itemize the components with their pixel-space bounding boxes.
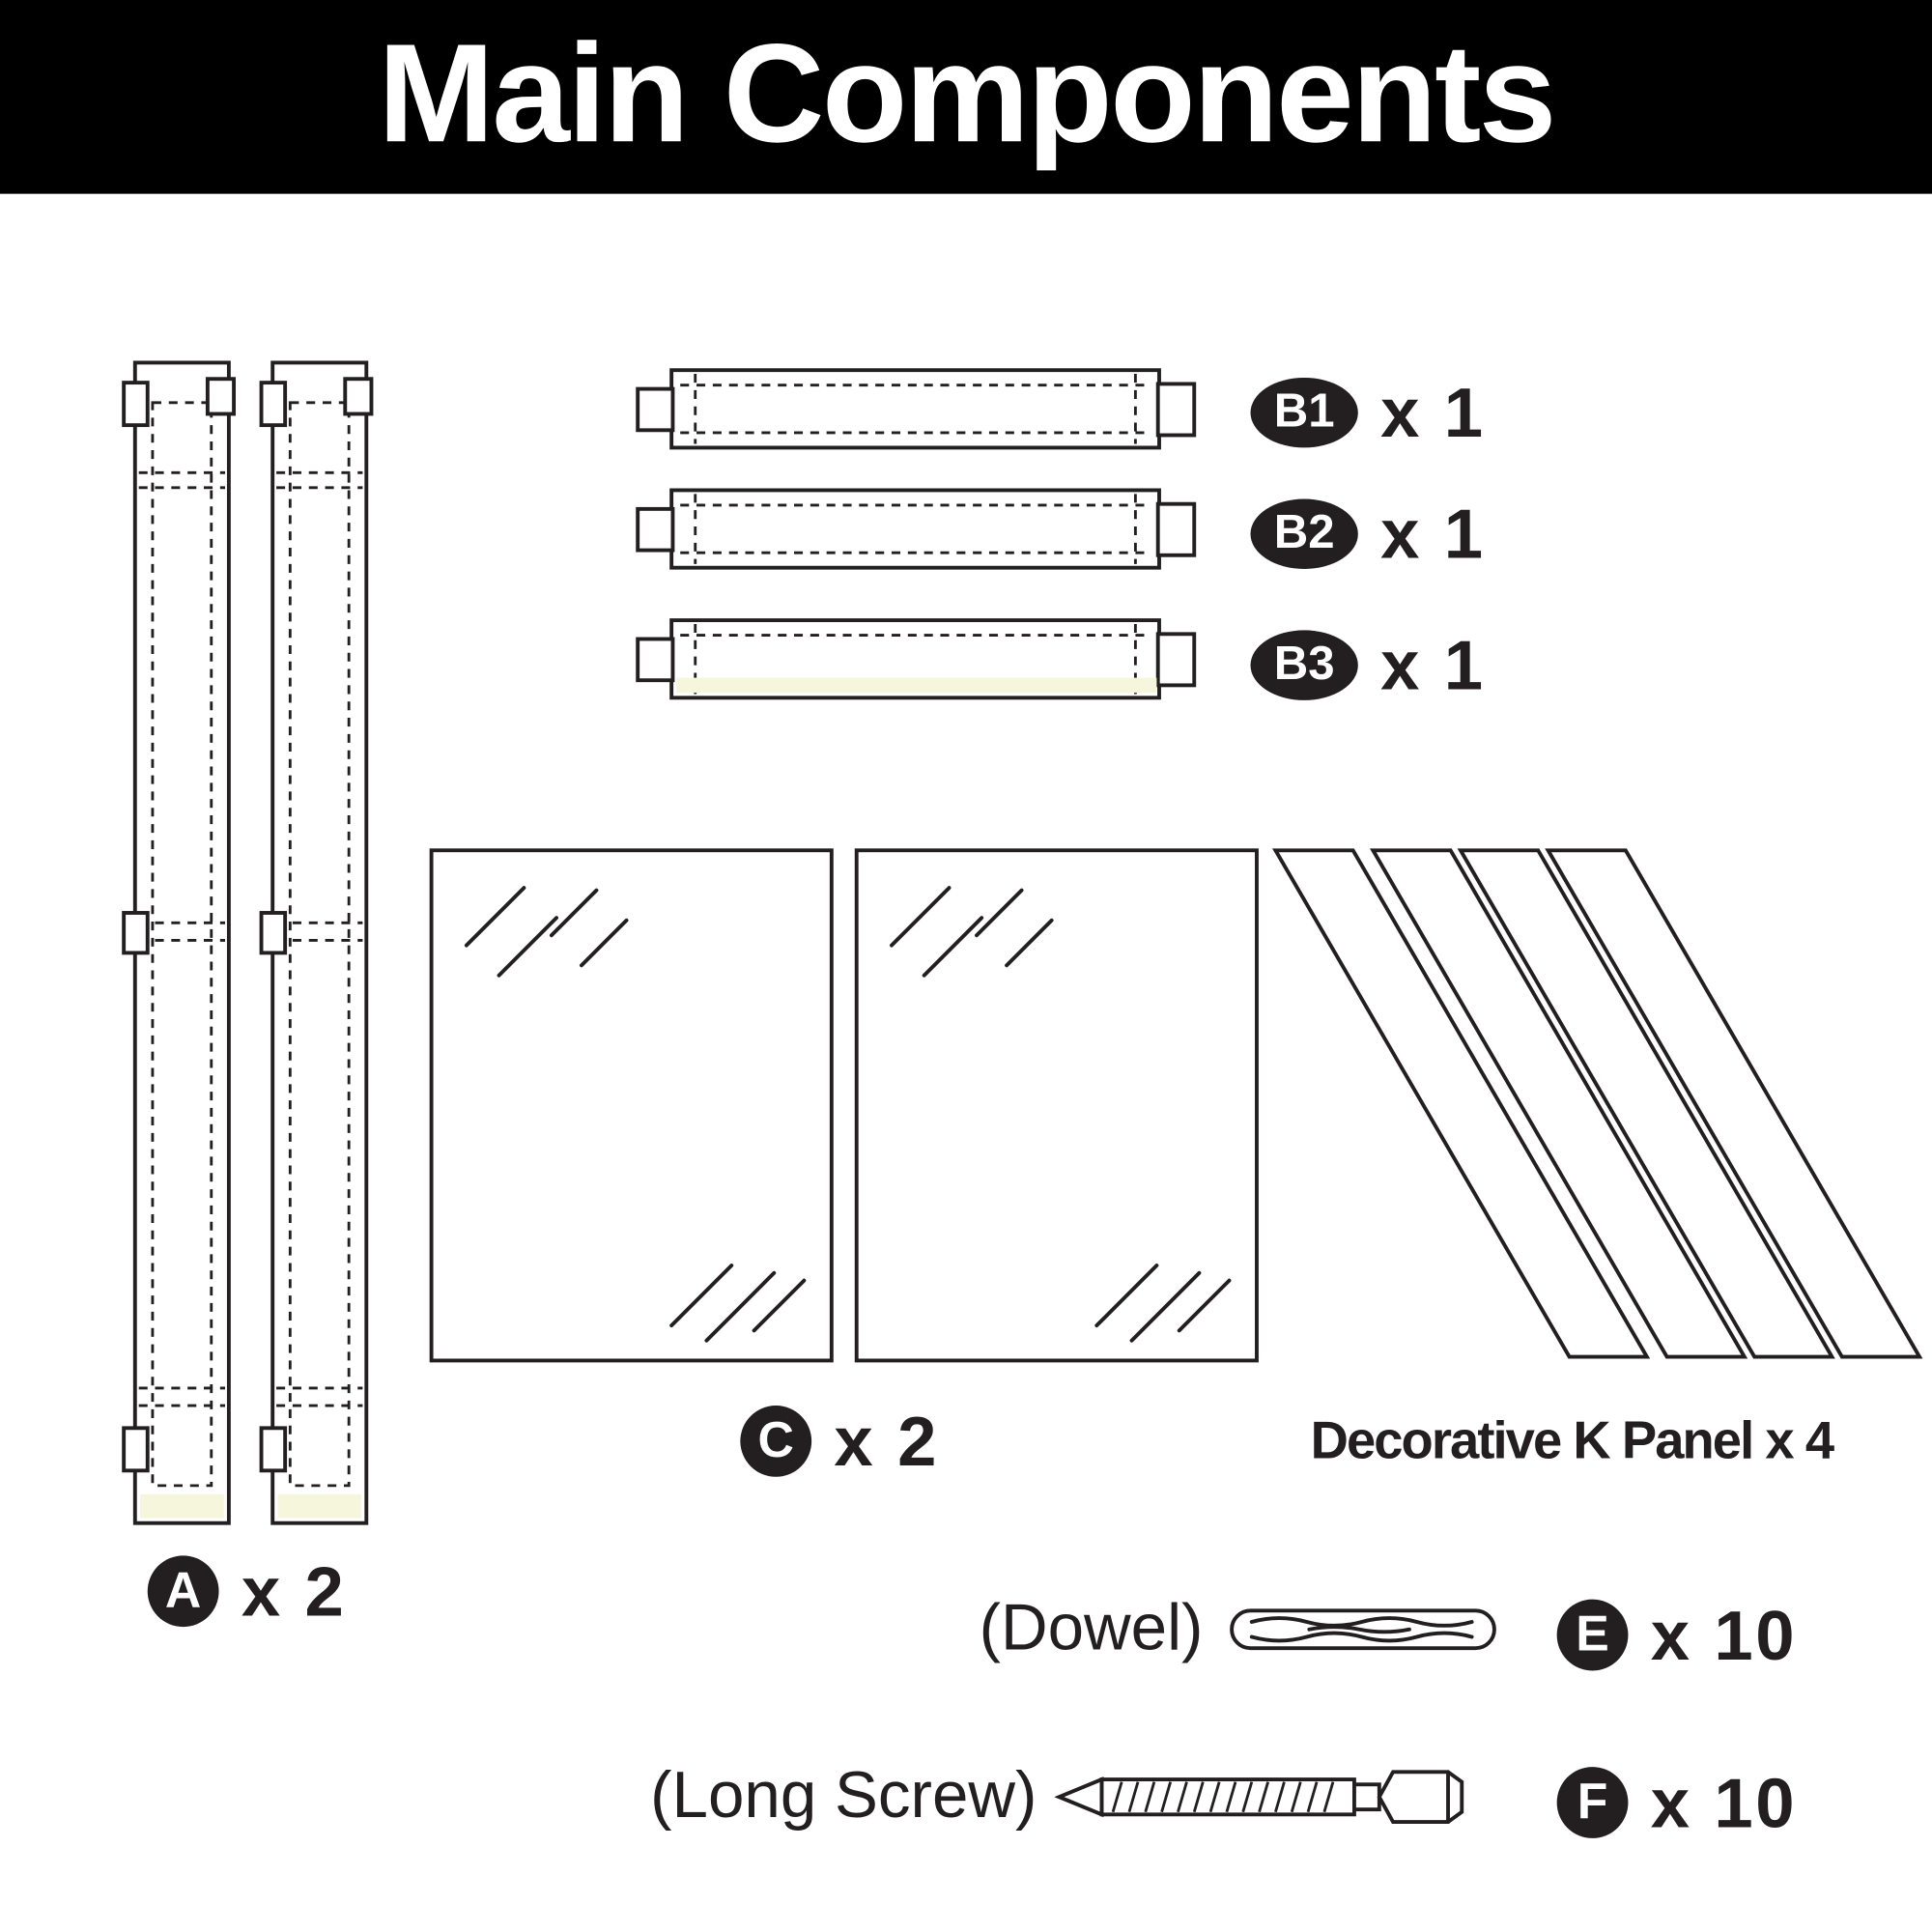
glass-panel-c-1 (429, 848, 834, 1363)
label-a: A x 2 (147, 1550, 347, 1632)
label-b3: B3 x 1 (1250, 624, 1486, 705)
page-title: Main Components (378, 14, 1556, 172)
rail-b3-edge-banding (676, 677, 1157, 694)
rail-b1 (636, 368, 1197, 450)
badge-b1: B1 (1250, 377, 1358, 447)
glass-panel-c-2 (854, 848, 1259, 1363)
screw-illustration (1057, 1770, 1464, 1825)
dowel-caption: (Dowel) (979, 1591, 1204, 1664)
label-f: F x 10 (1556, 1762, 1798, 1843)
side-panel-a-2 (259, 360, 374, 1525)
qty-c: x 2 (834, 1402, 939, 1481)
qty-f: x 10 (1650, 1763, 1798, 1842)
qty-b2: x 1 (1380, 494, 1486, 573)
badge-b2: B2 (1250, 497, 1358, 569)
dowel-illustration (1230, 1608, 1496, 1651)
label-b2: B2 x 1 (1250, 493, 1486, 574)
label-b1: B1 x 1 (1250, 371, 1486, 452)
qty-b3: x 1 (1380, 625, 1486, 704)
long-screw-caption: (Long Screw) (650, 1759, 1037, 1833)
badge-f: F (1556, 1767, 1629, 1838)
k-panel-group (1273, 848, 1921, 1359)
badge-c: C (740, 1406, 812, 1477)
badge-b3: B3 (1250, 629, 1358, 700)
badge-e: E (1556, 1599, 1629, 1671)
qty-a: x 2 (241, 1551, 347, 1632)
qty-b1: x 1 (1380, 372, 1486, 452)
badge-a: A (147, 1555, 219, 1628)
label-e: E x 10 (1556, 1594, 1798, 1675)
header: Main Components (0, 0, 1932, 194)
qty-e: x 10 (1650, 1595, 1798, 1675)
rail-b2 (636, 488, 1197, 570)
label-c: C x 2 (740, 1401, 939, 1482)
k-panel-label: Decorative K Panel x 4 (1310, 1410, 1834, 1470)
side-panel-a-1 (122, 360, 237, 1525)
